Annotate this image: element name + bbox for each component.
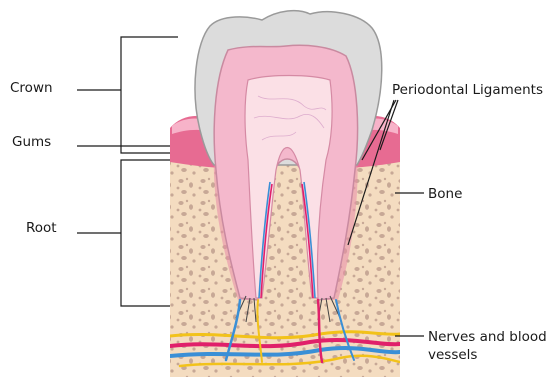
label-brackets — [77, 37, 178, 306]
nerves-and-blood-vessels-label: Nerves and blood vessels — [428, 328, 548, 364]
bone-label: Bone — [428, 186, 462, 202]
root-label: Root — [26, 220, 57, 236]
periodontal-ligaments-label: Periodontal Ligaments — [392, 82, 543, 98]
gums-label: Gums — [12, 134, 51, 150]
crown-label: Crown — [10, 80, 53, 96]
root-bracket — [121, 160, 170, 306]
crown-bracket — [121, 37, 178, 153]
